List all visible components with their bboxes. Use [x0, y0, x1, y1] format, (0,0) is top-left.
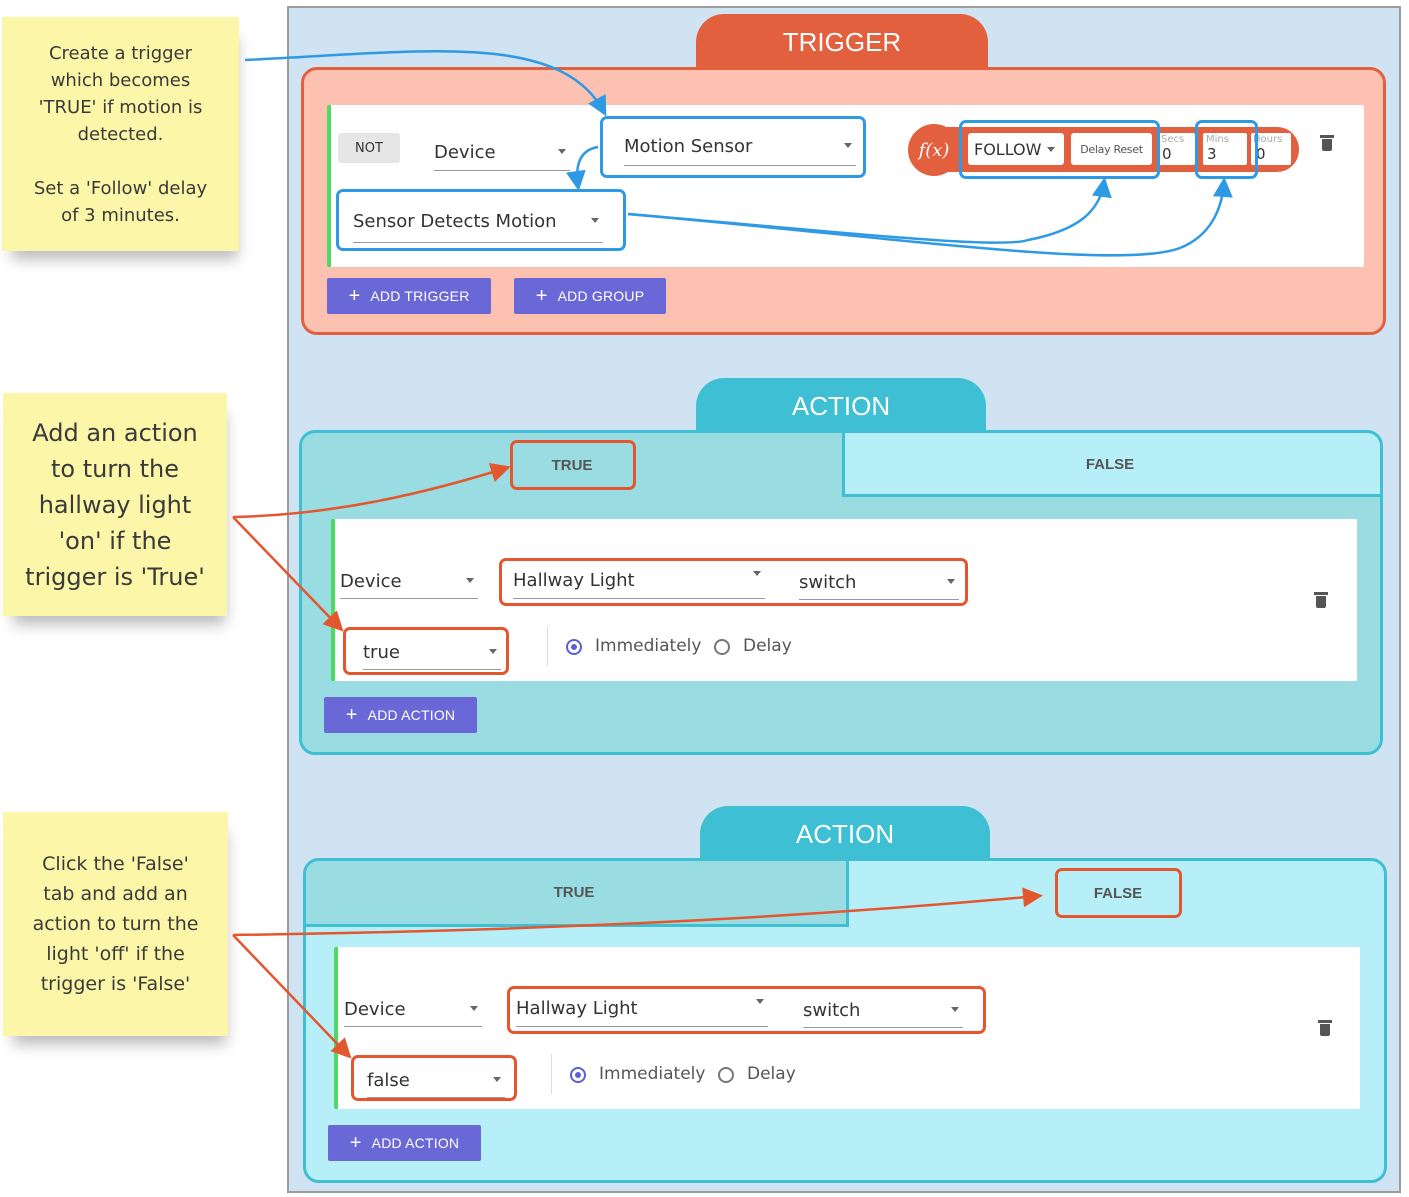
follow-value: FOLLOW — [974, 139, 1042, 159]
secs-label: Secs — [1161, 134, 1185, 145]
add-action-label-1: ADD ACTION — [367, 707, 456, 723]
mins-value: 3 — [1207, 145, 1217, 163]
divider — [551, 1054, 552, 1094]
delay-reset-label: Delay Reset — [1080, 142, 1143, 156]
plus-icon: + — [345, 704, 358, 726]
delay-reset-button[interactable]: Delay Reset — [1071, 133, 1152, 165]
chevron-down-icon — [493, 1077, 501, 1082]
highlight-tab-true-1 — [510, 440, 636, 490]
highlight-motion-sensor — [600, 116, 866, 178]
chevron-down-icon — [591, 218, 599, 223]
action2-value-select[interactable]: false — [367, 1070, 505, 1098]
action2-type-select[interactable]: Device — [344, 999, 482, 1027]
action1-value-select[interactable]: true — [363, 642, 501, 670]
chevron-down-icon — [489, 649, 497, 654]
tab-false-1[interactable]: FALSE — [1085, 455, 1135, 473]
secs-value: 0 — [1162, 145, 1172, 163]
follow-select[interactable]: FOLLOW — [968, 133, 1064, 165]
trigger-condition-value: Sensor Detects Motion — [353, 211, 557, 232]
not-toggle[interactable]: NOT — [338, 133, 400, 163]
note-action-true: Add an action to turn the hallway light … — [3, 393, 227, 616]
action2-device-value: Hallway Light — [516, 998, 638, 1019]
plus-icon: + — [349, 1132, 362, 1154]
trigger-condition-select[interactable]: Sensor Detects Motion — [353, 211, 603, 243]
add-action-label-2: ADD ACTION — [371, 1135, 460, 1151]
action2-capability-value: switch — [803, 1000, 861, 1021]
delete-action1-trash-icon[interactable] — [1314, 592, 1328, 608]
chevron-down-icon — [947, 579, 955, 584]
add-group-button[interactable]: + ADD GROUP — [514, 278, 666, 314]
chevron-down-icon — [951, 1007, 959, 1012]
trigger-device-value: Motion Sensor — [624, 136, 753, 157]
action1-value: true — [363, 642, 400, 663]
add-trigger-button[interactable]: + ADD TRIGGER — [327, 278, 491, 314]
secs-field[interactable]: Secs 0 — [1159, 133, 1195, 165]
immediately-label-2: Immediately — [599, 1064, 706, 1084]
action1-device-value: Hallway Light — [513, 570, 635, 591]
note-action-false: Click the 'False' tab and add an action … — [3, 812, 228, 1036]
highlight-value-1 — [343, 627, 509, 675]
delay-label-2: Delay — [747, 1064, 796, 1084]
action2-device-select[interactable]: Hallway Light — [516, 998, 768, 1027]
action-card-2 — [334, 947, 1360, 1109]
plus-icon: + — [535, 285, 548, 307]
highlight-tab-false-2 — [1055, 868, 1182, 918]
action1-capability-select[interactable]: switch — [799, 572, 959, 600]
action-header-1: ACTION — [696, 378, 986, 434]
highlight-sensor-detects-motion — [336, 189, 626, 251]
fx-icon: f(x) — [918, 139, 950, 161]
trigger-type-value: Device — [434, 142, 496, 163]
delay-radio-1[interactable] — [714, 639, 730, 655]
hours-value: 0 — [1256, 145, 1266, 163]
trigger-type-select[interactable]: Device — [434, 142, 570, 171]
action-header-2: ACTION — [700, 806, 990, 862]
delay-label-1: Delay — [743, 636, 792, 656]
chevron-down-icon — [844, 143, 852, 148]
action2-type-value: Device — [344, 999, 406, 1020]
tab-true-1[interactable]: TRUE — [551, 456, 593, 474]
not-label: NOT — [355, 140, 383, 156]
immediately-radio-2[interactable] — [570, 1067, 586, 1083]
delete-trigger-trash-icon[interactable] — [1320, 135, 1334, 151]
trigger-header: TRIGGER — [696, 14, 988, 70]
delete-action2-trash-icon[interactable] — [1318, 1020, 1332, 1036]
highlight-follow-delay — [959, 120, 1160, 179]
action1-device-select[interactable]: Hallway Light — [513, 570, 765, 599]
delay-radio-2[interactable] — [718, 1067, 734, 1083]
hours-label: Hours — [1253, 134, 1283, 145]
immediately-label-1: Immediately — [595, 636, 702, 656]
chevron-down-icon — [466, 578, 474, 583]
divider — [547, 626, 548, 666]
plus-icon: + — [348, 285, 361, 307]
add-action-button-2[interactable]: + ADD ACTION — [328, 1125, 481, 1161]
mins-label: Mins — [1206, 134, 1229, 145]
add-trigger-label: ADD TRIGGER — [370, 288, 470, 304]
tab-true-2[interactable]: TRUE — [553, 883, 595, 901]
action1-type-select[interactable]: Device — [340, 571, 478, 599]
fx-button[interactable]: f(x) — [908, 124, 960, 176]
action2-value: false — [367, 1070, 410, 1091]
highlight-mins — [1195, 120, 1258, 179]
highlight-value-2 — [351, 1055, 517, 1101]
chevron-down-icon — [558, 149, 566, 154]
add-action-button-1[interactable]: + ADD ACTION — [324, 697, 477, 733]
immediately-radio-1[interactable] — [566, 639, 582, 655]
tab-false-1-bg — [842, 433, 1380, 497]
highlight-device-2 — [507, 986, 986, 1034]
note-trigger: Create a trigger which becomes 'TRUE' if… — [2, 17, 239, 251]
action2-capability-select[interactable]: switch — [803, 1000, 963, 1028]
action1-type-value: Device — [340, 571, 402, 592]
highlight-device-1 — [499, 558, 968, 606]
mins-field[interactable]: Mins 3 — [1203, 133, 1247, 165]
trigger-device-select[interactable]: Motion Sensor — [624, 136, 856, 166]
chevron-down-icon — [470, 1006, 478, 1011]
action1-capability-value: switch — [799, 572, 857, 593]
chevron-down-icon — [1047, 146, 1056, 152]
add-group-label: ADD GROUP — [557, 288, 645, 304]
tab-false-2[interactable]: FALSE — [1093, 884, 1143, 902]
chevron-down-icon — [756, 999, 764, 1004]
chevron-down-icon — [753, 571, 761, 576]
